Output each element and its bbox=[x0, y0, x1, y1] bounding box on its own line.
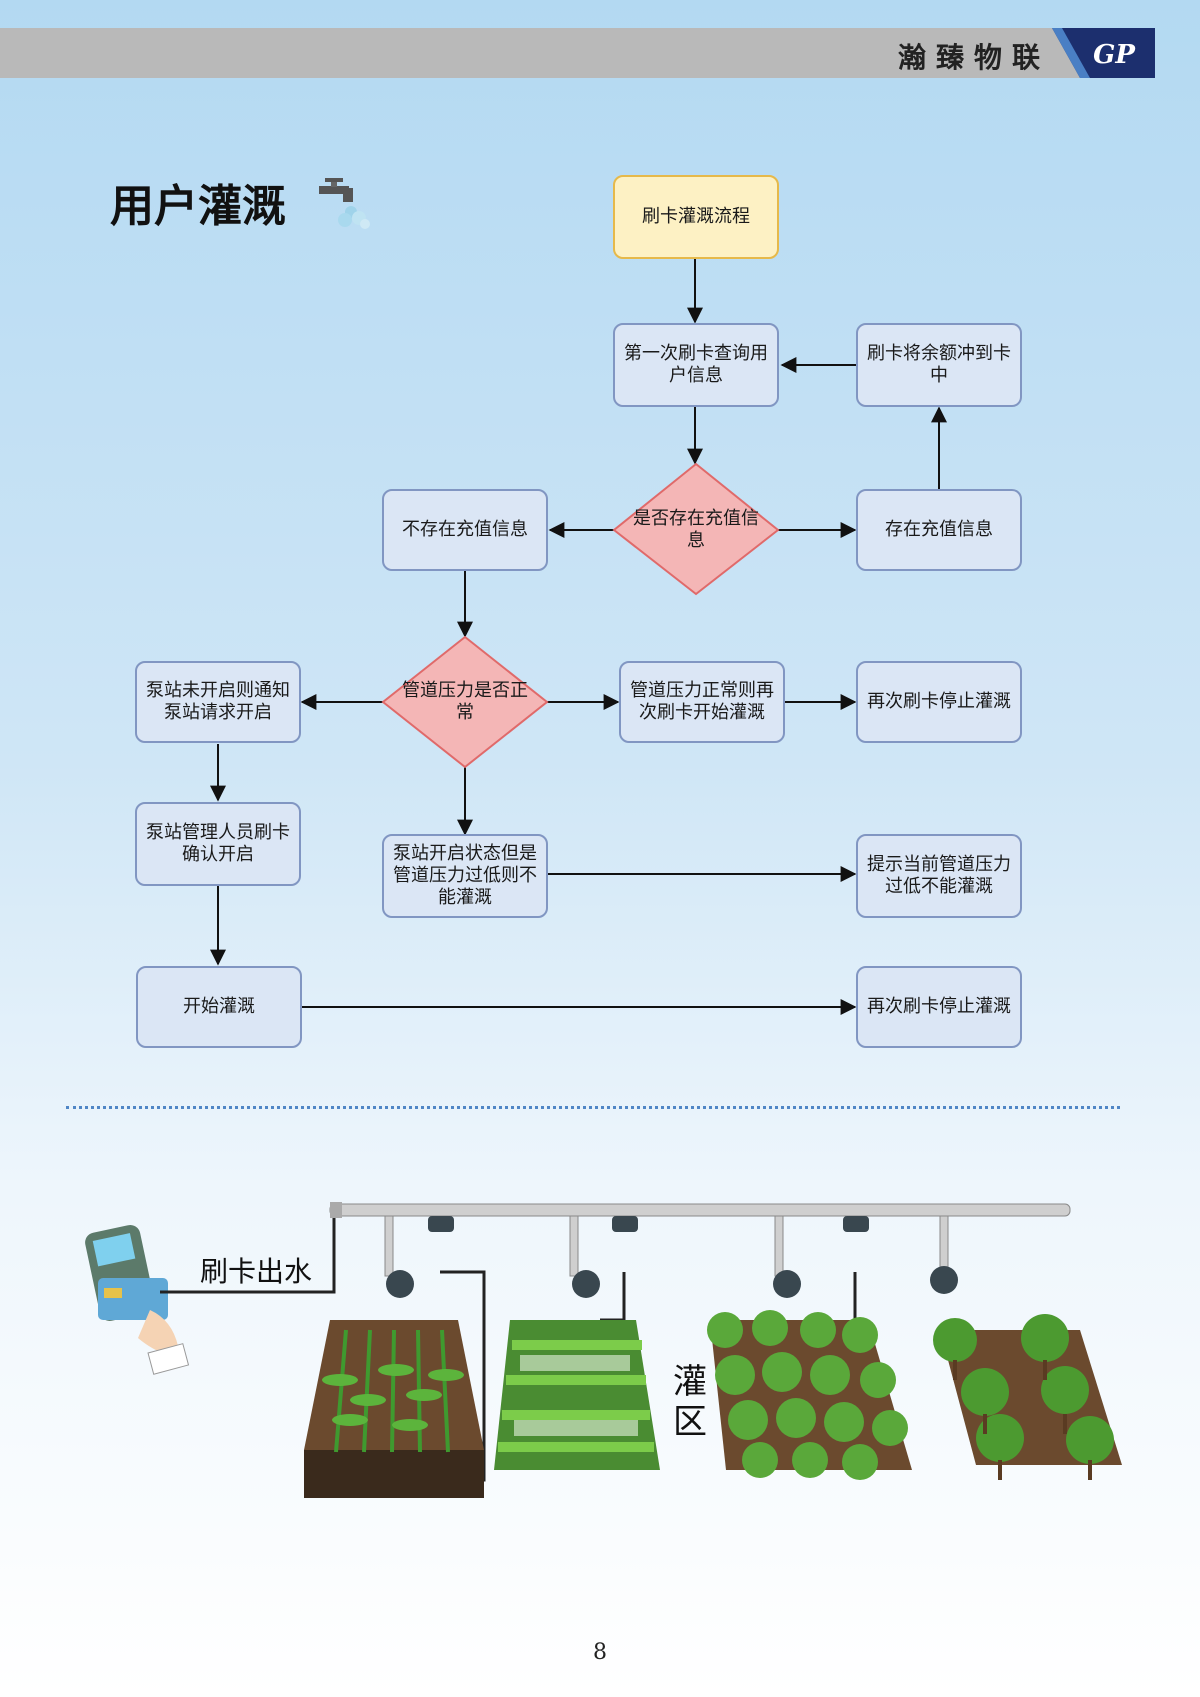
decision-pressure-label: 管道压力是否正常 bbox=[402, 680, 528, 723]
faucet-icon bbox=[319, 178, 370, 229]
decision-recharge-label: 是否存在充值信息 bbox=[633, 508, 759, 551]
swipe-card-label: 刷卡出水 bbox=[200, 1255, 313, 1288]
page-number: 8 bbox=[593, 1640, 607, 1665]
start-irrigation-node: 开始灌溉 bbox=[136, 966, 302, 1048]
pump-manager-node: 泵站管理人员刷卡确认开启 bbox=[135, 802, 301, 886]
irrigation-illustration bbox=[85, 1202, 1122, 1498]
flow-start-node: 刷卡灌溉流程 bbox=[613, 175, 779, 259]
low-pressure-tip-node: 提示当前管道压力过低不能灌溉 bbox=[856, 834, 1022, 918]
query-user-node: 第一次刷卡查询用户信息 bbox=[613, 323, 779, 407]
page-title: 用户灌溉 bbox=[110, 181, 286, 232]
vegetable-field bbox=[494, 1320, 660, 1470]
main-pipe bbox=[329, 1202, 1071, 1218]
shrub-field bbox=[707, 1310, 912, 1480]
no-recharge-node: 不存在充值信息 bbox=[382, 489, 548, 571]
orchard-field bbox=[933, 1314, 1122, 1480]
svg-text:GP: GP bbox=[1093, 40, 1136, 70]
pump-on-low-pressure-node: 泵站开启状态但是管道压力过低则不能灌溉 bbox=[382, 834, 548, 918]
pressure-normal-node: 管道压力正常则再次刷卡开始灌溉 bbox=[619, 661, 785, 743]
header-bar bbox=[0, 28, 1155, 78]
company-logo: GP bbox=[1052, 28, 1155, 78]
has-recharge-node: 存在充值信息 bbox=[856, 489, 1022, 571]
card-reader-icon bbox=[85, 1225, 190, 1375]
brand-name: 瀚臻物联 bbox=[897, 41, 1050, 74]
corn-field bbox=[304, 1320, 484, 1498]
stop-irrigation-node-1: 再次刷卡停止灌溉 bbox=[856, 661, 1022, 743]
pump-not-started-node: 泵站未开启则通知泵站请求开启 bbox=[135, 661, 301, 743]
flowchart-connectors bbox=[210, 258, 947, 1015]
irrigation-area-label: 灌区 bbox=[673, 1362, 707, 1442]
decision-recharge-diamond bbox=[612, 462, 780, 596]
dotted-divider bbox=[66, 1106, 1120, 1109]
stop-irrigation-node-2: 再次刷卡停止灌溉 bbox=[856, 966, 1022, 1048]
recharge-to-card-node: 刷卡将余额冲到卡中 bbox=[856, 323, 1022, 407]
decision-pressure-diamond bbox=[381, 635, 549, 769]
